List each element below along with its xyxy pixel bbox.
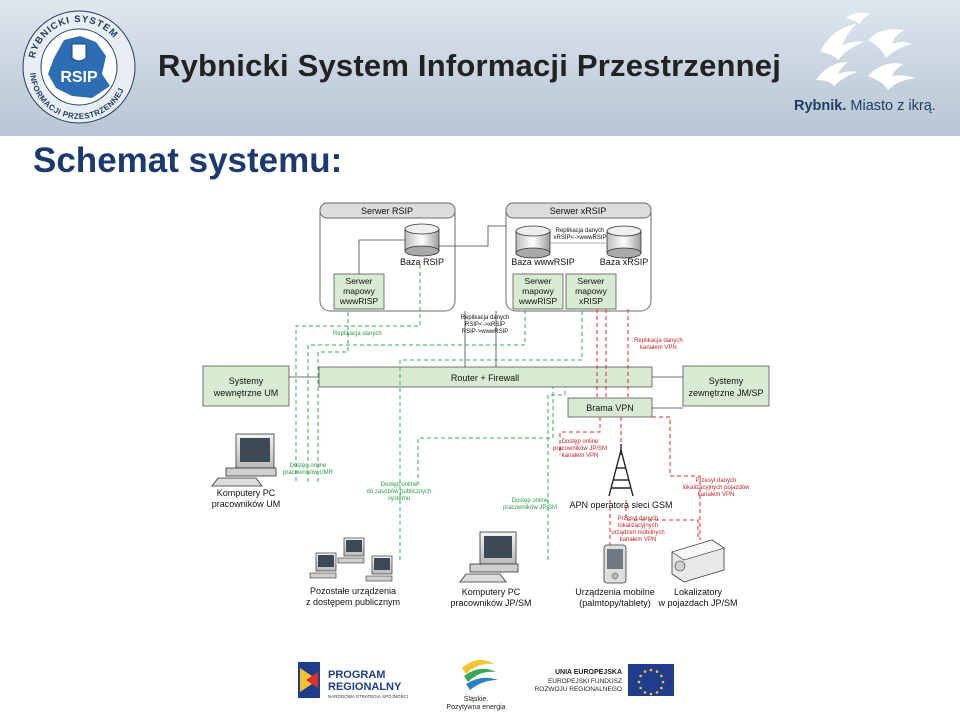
db-x-label: Baza xRSIP (600, 257, 649, 267)
replication-vpn-1: Replikacja danych (634, 338, 683, 344)
transfer-mobile-3: urządzeń mobilnych (611, 530, 664, 536)
public-computers-icon (309, 537, 393, 582)
vpn-gateway-label: Brama VPN (586, 403, 634, 413)
rsip-logo: RSIP RYBNICKI SYSTEM INFORMACJI PRZESTRZ… (20, 8, 138, 126)
transfer-mobile-1: Przesył danych (618, 516, 659, 522)
replication-left: Replikacja danych (333, 331, 382, 337)
transfer-vehicles-1: Przesył danych (696, 478, 737, 484)
map-server-www-l3: wwwRISP (518, 296, 558, 306)
access-jpsm-1: Dostęp online (512, 498, 549, 504)
public-devices-l2: z dostępem publicznym (306, 597, 400, 607)
program-regionalny-logo: PROGRAM REGIONALNY NARODOWA STRATEGIA SP… (298, 662, 408, 699)
pc-jpsm-l2: pracowników JP/SM (450, 598, 531, 608)
access-jpsm-2: pracowników JP/SM (503, 505, 557, 511)
map-server-x-l2: mapowy (575, 286, 607, 296)
header-title: Rybnicki System Informacji Przestrzennej (158, 48, 782, 83)
eu-line2: EUROPEJSKI FUNDUSZ (548, 678, 622, 685)
map-server-rsip-l1: Serwer (346, 276, 373, 286)
access-vpn-1: Dostęp online (562, 439, 599, 445)
transfer-mobile-4: kanałem VPN (620, 537, 657, 543)
internal-systems-l2: wewnętrzne UM (213, 388, 279, 398)
header-banner: RSIP RYBNICKI SYSTEM INFORMACJI PRZESTRZ… (0, 0, 960, 136)
city-slogan: Rybnik. Miasto z ikrą. (794, 98, 936, 114)
internal-systems-box (202, 365, 290, 407)
slogan-city: Rybnik. (794, 98, 847, 114)
access-vpn-2: pracowników JP/SM (553, 446, 607, 452)
access-public-1: Dostęp online (381, 482, 418, 488)
transfer-vehicles-2: lokalizacyjnych pojazdów (682, 485, 750, 491)
antenna-tower-icon (608, 444, 634, 497)
map-server-x-l3: xRISP (579, 296, 603, 306)
internal-systems-l1: Systemy (229, 376, 264, 386)
desktop-computer-icon (459, 531, 519, 583)
mobile-devices-l1: Urządzenia mobilne (575, 587, 655, 597)
replication-center-1: Replikacja danych (461, 315, 510, 321)
access-um-1: Dostęp online (290, 463, 327, 469)
map-server-www (512, 273, 564, 310)
replication-note-1: Replikacja danych (556, 228, 605, 234)
database-icon (515, 225, 551, 259)
access-vpn-3: kanałem VPN (562, 453, 599, 459)
server-rsip-title: Serwer RSIP (361, 206, 413, 216)
silesia-line2: Pozytywna energia (446, 704, 505, 711)
server-xrsip-title: Serwer xRSIP (550, 206, 607, 216)
db-rsip-label: Baza RSIP (400, 257, 444, 267)
transfer-mobile-2: lokalizacyjnych (618, 523, 658, 529)
map-server-rsip (333, 273, 385, 310)
eu-logo: UNIA EUROPEJSKA EUROPEJSKI FUNDUSZ ROZWO… (535, 664, 674, 696)
slogan-text: Miasto z ikrą. (846, 98, 936, 114)
replication-vpn-2: kanałem VPN (640, 345, 677, 351)
apn-label: APN operatora sieci GSM (569, 500, 672, 510)
logo-center-text: RSIP (60, 69, 98, 86)
external-systems-l2: zewnętrzne JM/SP (688, 388, 763, 398)
program-line2: REGIONALNY (328, 681, 402, 693)
red-vpn-links (559, 309, 701, 545)
map-server-x-l1: Serwer (578, 276, 605, 286)
silesia-line1: Śląskie. (464, 694, 489, 703)
database-icon (606, 225, 642, 259)
public-devices-l1: Pozostałe urządzenia (310, 586, 396, 596)
access-public-3: systemu (388, 496, 410, 502)
pc-jpsm-l1: Komputery PC (462, 587, 521, 597)
page-title: Schemat systemu: (33, 141, 343, 180)
eu-line3: ROZWOJU REGIONALNEGO (535, 686, 622, 693)
program-line1: PROGRAM (328, 669, 385, 681)
green-data-links (295, 265, 583, 560)
database-icon (404, 223, 440, 257)
vpn-gateway (567, 397, 653, 418)
pc-um-l1: Komputery PC (217, 488, 276, 498)
access-um-2: pracowników UMR (283, 470, 334, 476)
map-server-www-l1: Serwer (525, 276, 552, 286)
router-label: Router + Firewall (451, 373, 519, 383)
mobile-device-icon (603, 544, 627, 584)
map-server-rsip-l2: mapowy (343, 286, 375, 296)
locators-l1: Lokalizatory (674, 587, 723, 597)
locators-l2: w pojazdach JP/SM (657, 598, 737, 608)
transfer-vehicles-3: kanałem VPN (698, 492, 735, 498)
map-server-rsip-l3: wwwRISP (339, 296, 379, 306)
pc-um-l2: pracowników UM (212, 499, 281, 509)
db-www-label: Baza wwwRSIP (511, 257, 575, 267)
rybnik-birds-logo (816, 12, 916, 90)
slaskie-logo: Śląskie. Pozytywna energia (446, 659, 506, 711)
replication-center-2: RSIP<->xRSIP (465, 322, 505, 328)
map-server-x (565, 273, 617, 310)
replication-note-2: xRSIP<->wwwRSIP (553, 235, 606, 241)
footer-logos: PROGRAM REGIONALNY NARODOWA STRATEGIA SP… (298, 659, 674, 711)
external-systems-box (682, 365, 770, 407)
access-public-2: do zasobów publicznych (366, 489, 431, 495)
eu-line1: UNIA EUROPEJSKA (555, 669, 622, 676)
mobile-devices-l2: (palmtopy/tablety) (579, 598, 651, 608)
map-server-www-l2: mapowy (522, 286, 554, 296)
gps-locator-icon (671, 539, 725, 583)
desktop-computer-icon (211, 433, 277, 487)
replication-center-3: RSIP->wwwRSIP (462, 329, 509, 335)
external-systems-l1: Systemy (709, 376, 744, 386)
program-line3: NARODOWA STRATEGIA SPÓJNOŚCI (328, 692, 408, 699)
